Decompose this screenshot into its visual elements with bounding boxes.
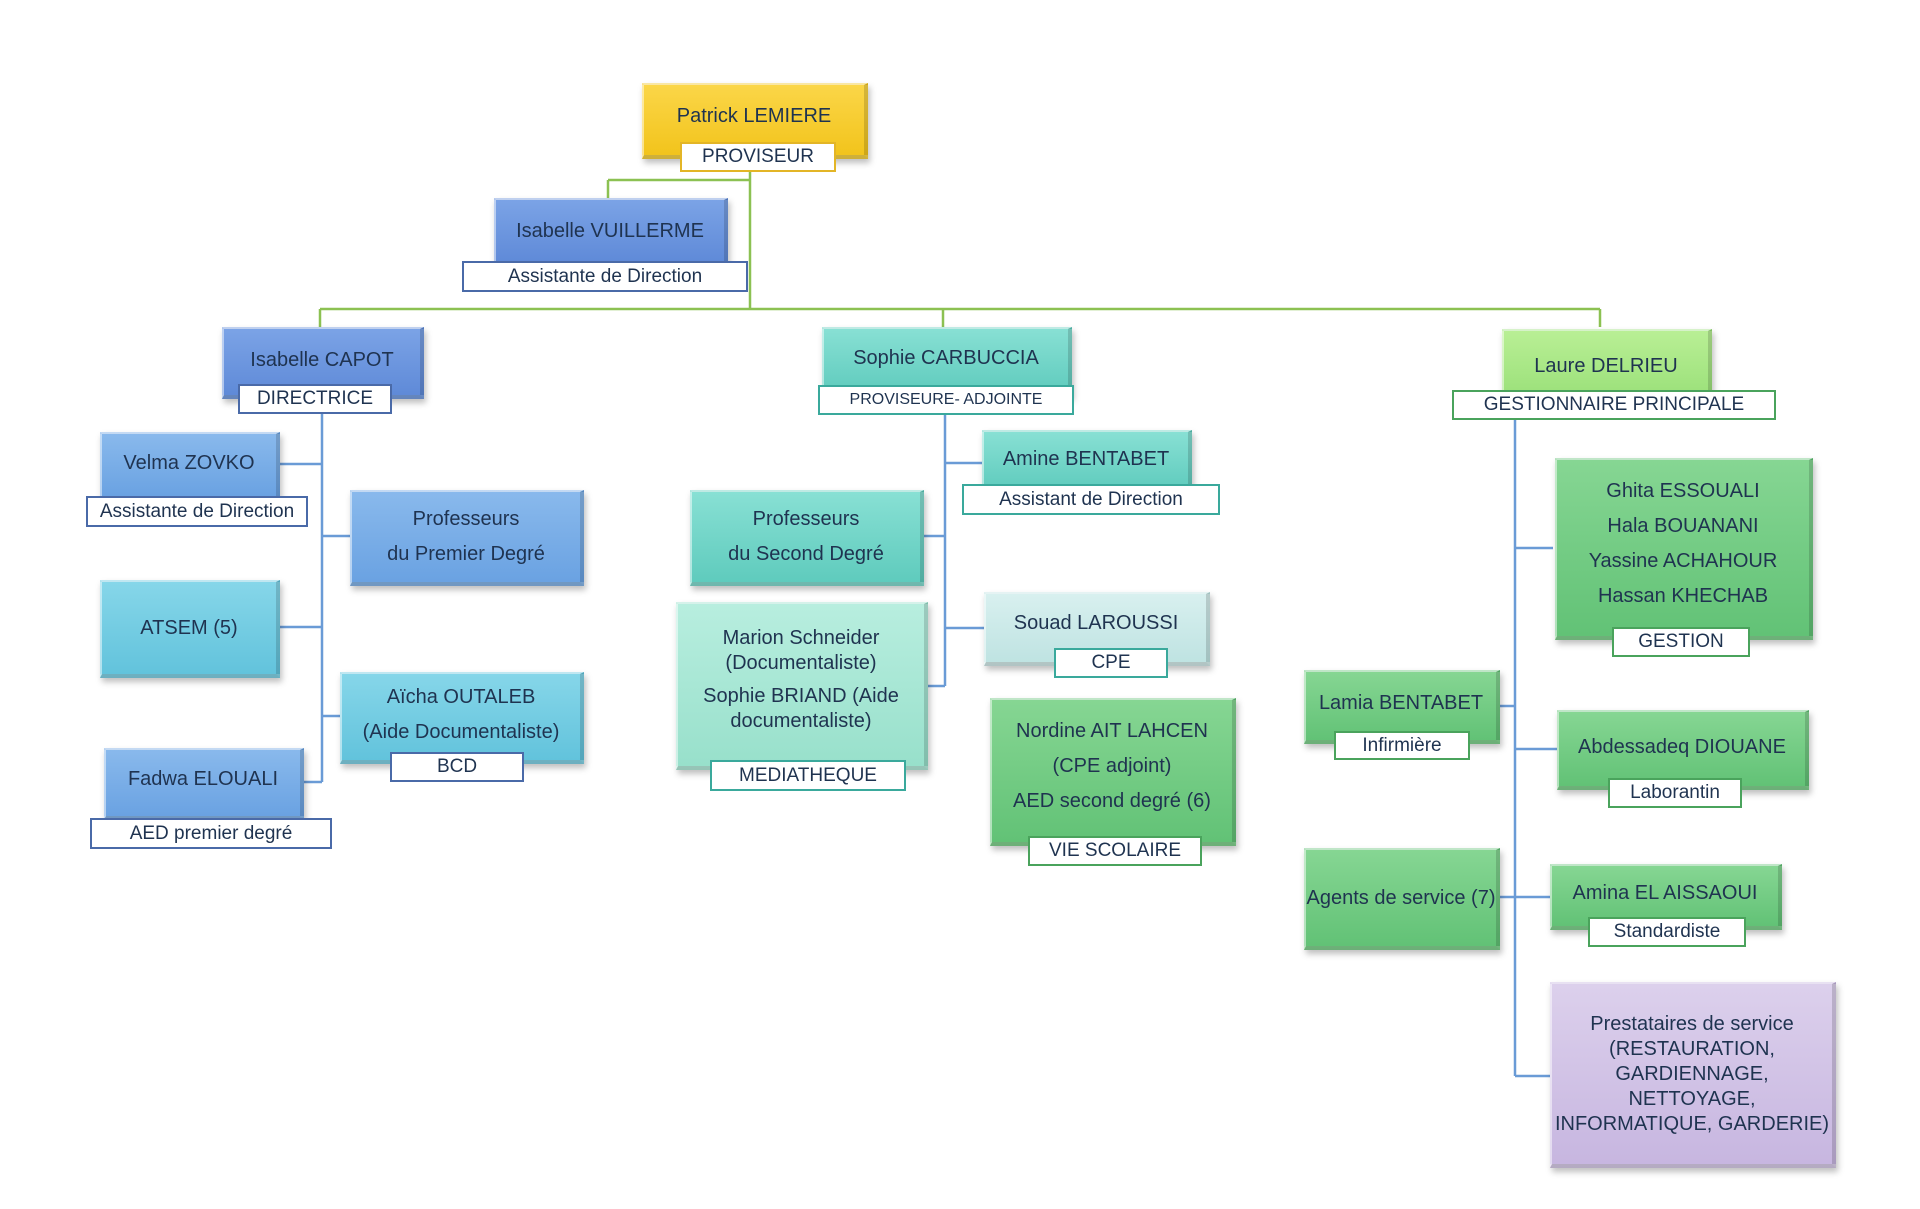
capot-name: Isabelle CAPOT — [250, 349, 394, 371]
elouali-name: Fadwa ELOUALI — [127, 768, 279, 790]
outaleb-box: Aïcha OUTALEB (Aide Documentaliste) — [340, 672, 584, 764]
profs-second-line-1: Professeurs — [752, 508, 860, 530]
gestion-line-1: Ghita ESSOUALI — [1606, 480, 1760, 502]
cpe-role: CPE — [1054, 648, 1168, 678]
vie-line-1: Nordine AIT LAHCEN — [1016, 720, 1208, 742]
lamia-name: Lamia BENTABET — [1318, 692, 1484, 714]
gestion-role: GESTION — [1612, 627, 1750, 657]
proviseur-name: Patrick LEMIERE — [676, 105, 832, 127]
lamia-role: Infirmière — [1334, 731, 1470, 760]
bentabet-amine-name: Amine BENTABET — [1002, 448, 1170, 470]
zovko-role: Assistante de Direction — [86, 496, 308, 527]
prestataires-line-3: GARDIENNAGE, NETTOYAGE, — [1615, 1062, 1769, 1110]
vuillerme-role: Assistante de Direction — [462, 261, 748, 292]
vie-scolaire-box: Nordine AIT LAHCEN (CPE adjoint) AED sec… — [990, 698, 1236, 846]
mediatheque-box: Marion Schneider (Documentaliste) Sophie… — [676, 602, 928, 770]
outaleb-line-2: (Aide Documentaliste) — [362, 721, 560, 743]
zovko-box: Velma ZOVKO — [100, 432, 280, 500]
mediatheque-line-1: Marion Schneider — [722, 627, 880, 649]
bentabet-amine-role: Assistant de Direction — [962, 484, 1220, 515]
agents-box: Agents de service (7) — [1304, 848, 1500, 950]
laroussi-box: Souad LAROUSSI — [984, 592, 1210, 666]
prestataires-line-4: INFORMATIQUE, GARDERIE) — [1554, 1112, 1830, 1135]
atsem-label: ATSEM (5) — [140, 616, 238, 639]
mediatheque-line-2: (Documentaliste) — [725, 652, 877, 674]
vie-line-2: (CPE adjoint) — [1052, 755, 1172, 777]
elouali-role: AED premier degré — [90, 818, 332, 849]
diouane-role: Laborantin — [1608, 778, 1742, 808]
delrieu-name: Laure DELRIEU — [1534, 355, 1678, 377]
gestion-line-4: Hassan KHECHAB — [1597, 585, 1769, 607]
proviseur-role: PROVISEUR — [680, 142, 836, 172]
profs-second-box: Professeurs du Second Degré — [690, 490, 924, 586]
mediatheque-line-3: Sophie BRIAND (Aide — [703, 685, 899, 707]
bcd-role: BCD — [390, 752, 524, 782]
aissaoui-name: Amina EL AISSAOUI — [1572, 882, 1758, 904]
vie-line-3: AED second degré (6) — [1013, 790, 1211, 812]
vie-scolaire-role: VIE SCOLAIRE — [1028, 836, 1202, 866]
carbuccia-name: Sophie CARBUCCIA — [853, 347, 1039, 369]
prestataires-line-2: (RESTAURATION, — [1609, 1037, 1775, 1060]
prestataires-line-1: Prestataires de service — [1590, 1012, 1794, 1035]
mediatheque-line-4: documentaliste) — [730, 710, 872, 732]
agents-label: Agents de service (7) — [1306, 886, 1496, 909]
diouane-name: Abdessadeq DIOUANE — [1578, 736, 1786, 758]
gestion-line-2: Hala BOUANANI — [1607, 515, 1759, 537]
mediatheque-role: MEDIATHEQUE — [710, 760, 906, 791]
gestion-line-3: Yassine ACHAHOUR — [1588, 550, 1778, 572]
diouane-box: Abdessadeq DIOUANE — [1557, 710, 1809, 790]
aissaoui-role: Standardiste — [1588, 917, 1746, 947]
elouali-box: Fadwa ELOUALI — [104, 748, 304, 820]
profs-second-line-2: du Second Degré — [728, 543, 884, 565]
carbuccia-role: PROVISEURE- ADJOINTE — [818, 385, 1074, 415]
outaleb-line-1: Aïcha OUTALEB — [386, 686, 536, 708]
capot-role: DIRECTRICE — [238, 384, 392, 414]
vuillerme-name: Isabelle VUILLERME — [516, 220, 704, 242]
profs-premier-box: Professeurs du Premier Degré — [350, 490, 584, 586]
zovko-name: Velma ZOVKO — [123, 452, 255, 474]
atsem-box: ATSEM (5) — [100, 580, 280, 678]
gestion-box: Ghita ESSOUALI Hala BOUANANI Yassine ACH… — [1555, 458, 1813, 640]
profs-premier-line-2: du Premier Degré — [387, 543, 545, 565]
vuillerme-box: Isabelle VUILLERME — [494, 198, 728, 266]
delrieu-role: GESTIONNAIRE PRINCIPALE — [1452, 390, 1776, 420]
prestataires-box: Prestataires de service (RESTAURATION, G… — [1550, 982, 1836, 1168]
profs-premier-line-1: Professeurs — [412, 508, 520, 530]
laroussi-name: Souad LAROUSSI — [1013, 612, 1179, 634]
